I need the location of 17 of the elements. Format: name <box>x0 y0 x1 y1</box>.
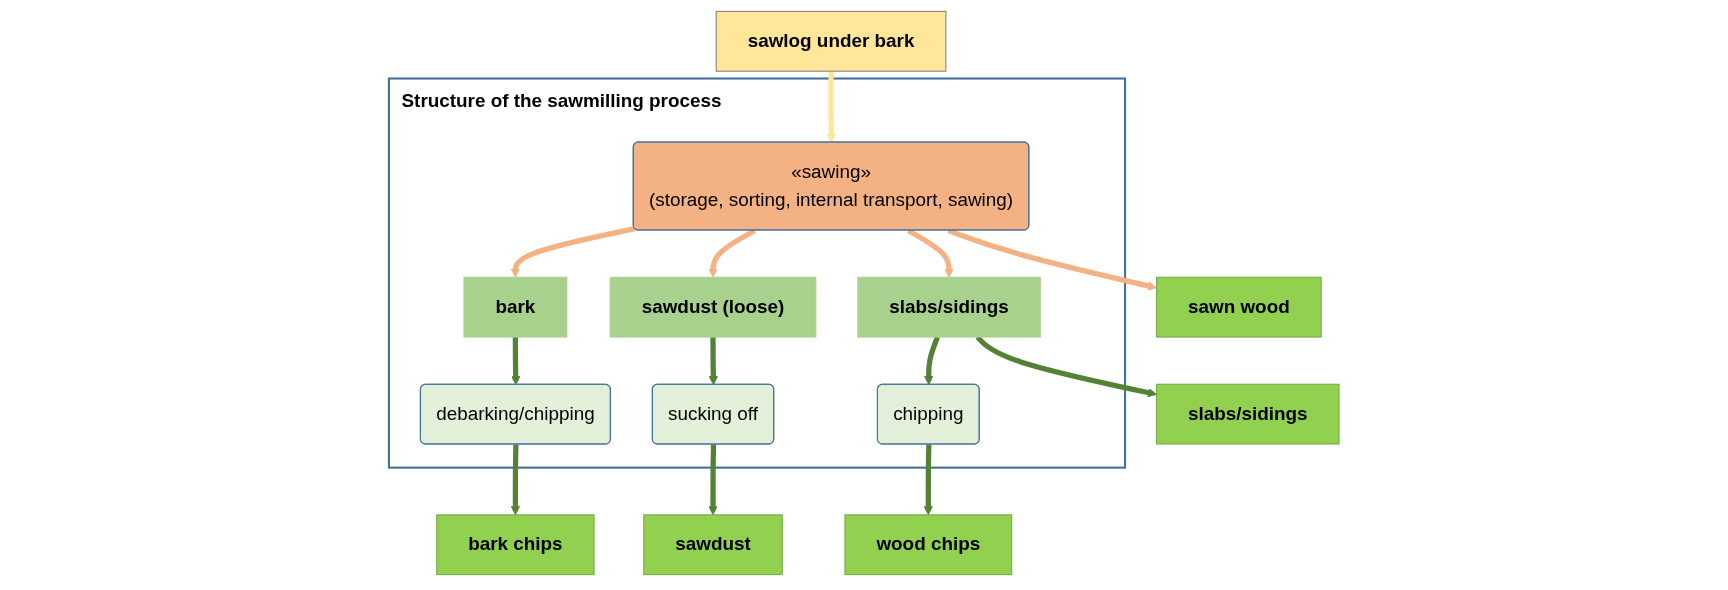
node-box: sawdust <box>643 514 783 576</box>
node-box: bark chips <box>436 514 595 576</box>
node-box: sawlog under bark <box>715 10 947 72</box>
arrow <box>510 444 520 516</box>
node-box: sawn wood <box>1156 276 1322 338</box>
arrow <box>924 336 940 386</box>
arrow <box>510 226 636 278</box>
arrow <box>923 444 933 516</box>
arrow <box>708 444 718 516</box>
arrow <box>708 337 718 386</box>
node-box: sawdust (loose) <box>609 276 817 338</box>
node-box: bark <box>463 276 568 338</box>
node-box: slabs/sidings <box>1156 383 1340 445</box>
arrow <box>511 337 521 386</box>
arrow <box>826 71 836 143</box>
node-box: slabs/sidings <box>857 276 1041 338</box>
node-box: wood chips <box>844 514 1013 576</box>
